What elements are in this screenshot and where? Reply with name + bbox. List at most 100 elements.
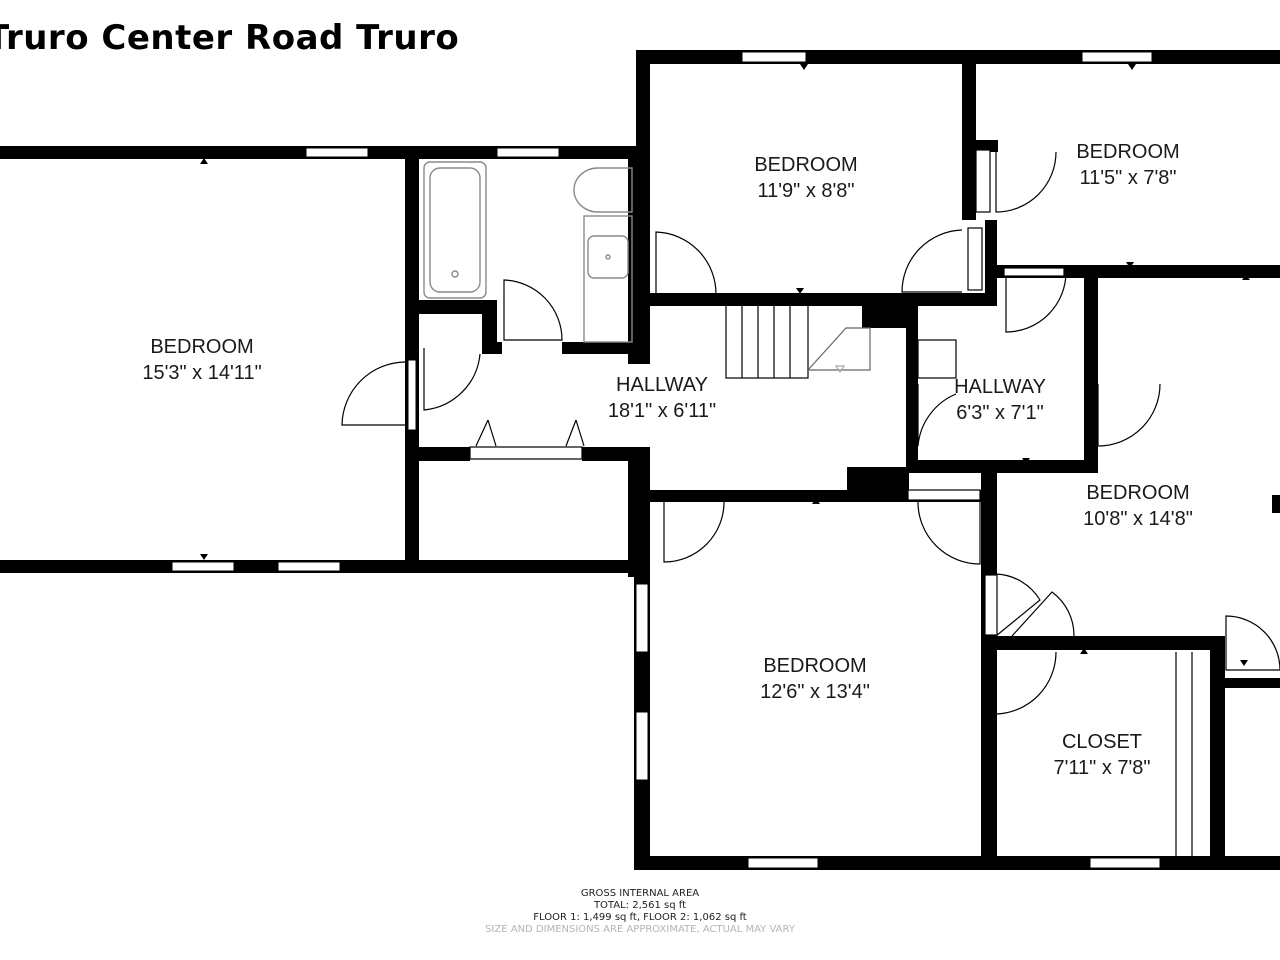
room-dims: 11'5" x 7'8" — [1079, 167, 1177, 189]
window — [635, 583, 649, 653]
window — [1089, 857, 1161, 869]
bath-fixtures — [423, 161, 633, 343]
wall-marker — [690, 300, 698, 306]
window — [1081, 51, 1153, 63]
sink-icon — [587, 235, 629, 279]
door-swing — [475, 419, 585, 447]
door-frame — [917, 339, 957, 379]
toilet-icon — [573, 167, 633, 213]
window — [305, 147, 369, 158]
doors — [341, 149, 1280, 856]
wall-bath-bottom2 — [562, 342, 642, 354]
wall-marker — [1128, 64, 1136, 70]
wall-top-mid — [636, 50, 1280, 64]
window — [496, 147, 560, 158]
room-label-closet: CLOSET 7'11" x 7'8" — [1053, 729, 1150, 781]
bathtub-icon — [423, 161, 487, 299]
wall-marker — [1242, 274, 1250, 280]
area-total: TOTAL: 2,561 sq ft — [593, 900, 687, 911]
window — [407, 359, 417, 431]
door-frame — [975, 149, 991, 213]
door-swing — [917, 501, 981, 565]
wall-mid-right-lower — [985, 220, 997, 306]
wall-marker — [796, 288, 804, 294]
wall-marker — [812, 498, 820, 504]
room-label-bedroom-left: BEDROOM 15'3" x 14'11" — [142, 334, 261, 386]
window — [635, 711, 649, 781]
wall-bb-bottom — [634, 856, 1280, 870]
windows — [171, 51, 1161, 869]
wall-bb-right — [981, 470, 997, 870]
wall-tr-left — [962, 140, 998, 152]
wall-hall-pillar — [847, 467, 909, 502]
closet-door — [469, 446, 583, 460]
window — [747, 857, 819, 869]
door-swing — [1011, 591, 1075, 637]
door-swing — [655, 231, 717, 295]
wall-mid-right — [962, 56, 976, 220]
wall-closet-top — [985, 636, 1225, 650]
plan-title: Truro Center Road Truro — [0, 18, 460, 58]
door-swing — [995, 651, 1057, 715]
wall-marker — [200, 158, 208, 164]
door-swing — [503, 279, 563, 341]
room-label-bedroom-bottom: BEDROOM 12'6" x 13'4" — [760, 653, 870, 705]
room-dims: 6'3" x 7'1" — [956, 402, 1044, 424]
room-name: HALLWAY — [954, 376, 1046, 398]
wall-sh-left — [906, 300, 918, 468]
wall-right-lower — [1222, 678, 1280, 688]
door-swing — [423, 348, 481, 411]
wall-marker — [1126, 262, 1134, 268]
door-swing — [995, 151, 1057, 213]
wall-markers — [200, 64, 1250, 666]
room-name: CLOSET — [1061, 731, 1143, 753]
area-heading: GROSS INTERNAL AREA — [580, 888, 700, 899]
door-frame — [907, 489, 981, 501]
room-name: BEDROOM — [1076, 141, 1180, 163]
area-disclaimer: SIZE AND DIMENSIONS ARE APPROXIMATE, ACT… — [485, 924, 795, 935]
door-swing — [1097, 383, 1161, 447]
wall-marker — [200, 554, 208, 560]
wall-bb-left — [634, 490, 650, 870]
door-swing — [1225, 615, 1280, 671]
room-label-bedroom-right: BEDROOM 10'8" x 14'8" — [1083, 480, 1193, 532]
stair-landing — [806, 327, 871, 371]
wall-hall-left-bottom — [405, 447, 470, 461]
door-swing — [901, 229, 963, 293]
room-label-hallway-main: HALLWAY 18'1" x 6'11" — [608, 372, 716, 424]
window — [277, 561, 341, 572]
window — [741, 51, 807, 63]
room-dims: 18'1" x 6'11" — [607, 400, 717, 422]
wall-left-divider — [405, 152, 419, 566]
stair-arrow-icon — [834, 365, 846, 374]
room-label-bedroom-top-mid: BEDROOM 11'9" x 8'8" — [754, 152, 857, 204]
wall-marker — [800, 64, 808, 70]
door-swing — [917, 384, 957, 447]
room-label-bedroom-top-right: BEDROOM 11'5" x 7'8" — [1076, 139, 1179, 191]
room-name: BEDROOM — [763, 655, 867, 677]
wall-closet-right — [1210, 636, 1225, 870]
stair-treads — [741, 304, 791, 378]
door-frame — [1003, 267, 1065, 277]
stairs — [725, 303, 871, 379]
wall-bath-stub — [482, 300, 497, 354]
wall-bath-right — [628, 152, 642, 312]
faucet-icon — [605, 254, 611, 260]
room-dims: 15'3" x 14'11" — [142, 362, 262, 384]
room-dims: 7'11" x 7'8" — [1053, 757, 1151, 779]
room-name: BEDROOM — [754, 154, 858, 176]
door-frame — [967, 227, 983, 291]
wall-marker — [1022, 458, 1030, 464]
bathtub-inner — [429, 167, 481, 293]
room-name: HALLWAY — [616, 374, 708, 396]
wall-bath-bottom3 — [482, 342, 502, 354]
room-name: BEDROOM — [150, 336, 254, 358]
wall-hall-mid — [628, 300, 650, 364]
sink-cabinet-icon — [583, 215, 633, 343]
wall-bath-bottom — [405, 300, 497, 314]
wall-right-stub — [1272, 495, 1280, 513]
door-swing — [995, 573, 1041, 637]
stair-box — [725, 303, 809, 379]
area-summary: GROSS INTERNAL AREA TOTAL: 2,561 sq ft F… — [485, 888, 795, 936]
wall-sh-right — [1084, 270, 1098, 473]
